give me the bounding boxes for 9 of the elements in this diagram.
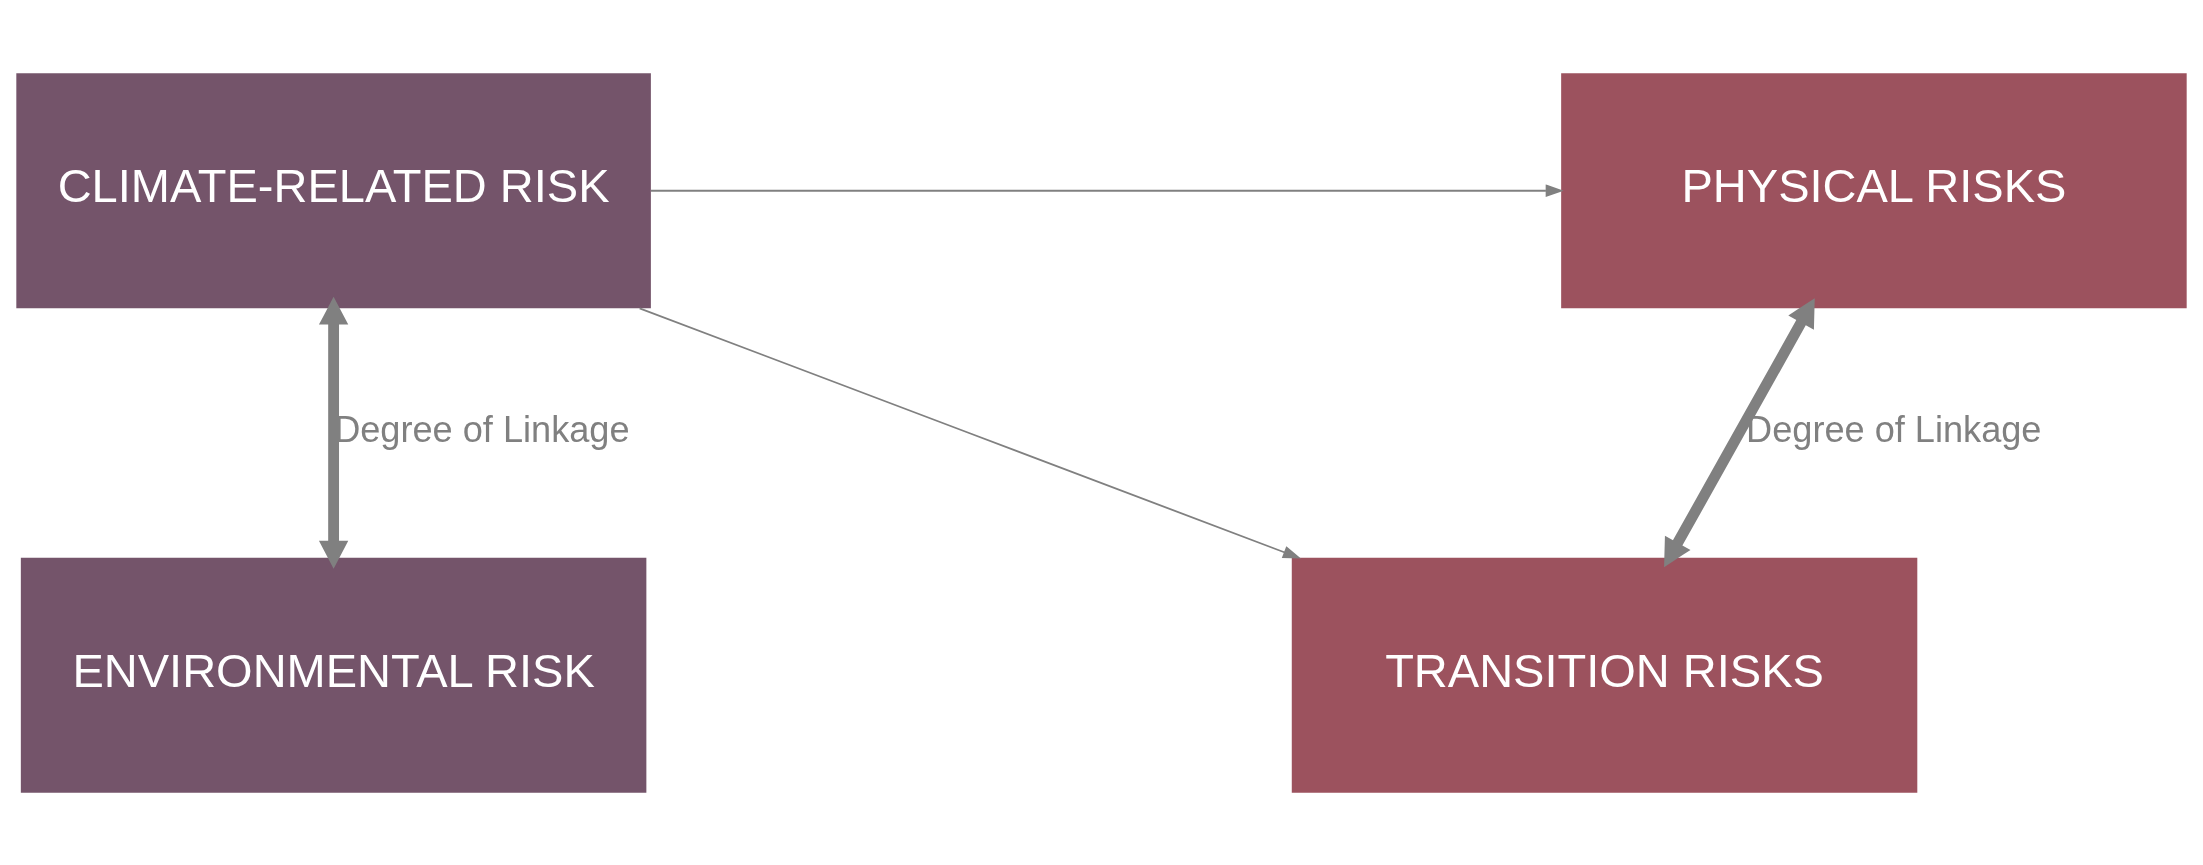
node-box: ENVIRONMENTAL RISK [20,557,647,793]
node-box: TRANSITION RISKS [1291,557,1918,793]
node-box: PHYSICAL RISKS [1561,72,2187,308]
arrow [638,306,1301,559]
arrow [318,296,349,569]
arrow [1664,297,1815,567]
arrow [650,183,1564,197]
edge-label: Degree of Linkage [1746,408,2042,450]
node-box: CLIMATE-RELATED RISK [16,72,651,308]
